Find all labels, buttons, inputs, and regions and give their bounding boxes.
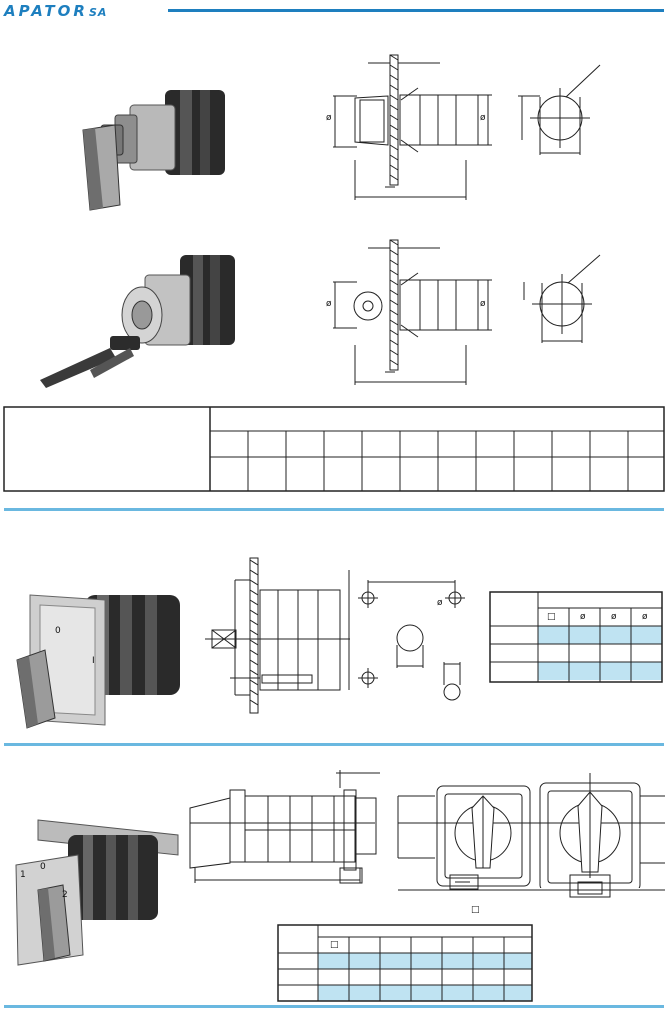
position-label: I [92,656,95,666]
switch-key-photo [40,255,235,388]
square-symbol: □ [330,940,339,950]
diameter-symbol: ø [611,612,617,622]
diameter-label: ø [480,299,486,309]
position-label: 0 [55,626,61,636]
section1-dimension-drawings [333,54,601,385]
header: APATORSA [0,0,670,22]
diameter-label: ø [326,299,332,309]
square-symbol: □ [471,905,480,915]
switch-handle-photo [82,90,225,211]
diameter-symbol: ø [580,612,586,622]
switch-din-rail-photo [15,819,179,966]
position-label: 2 [62,890,68,900]
diameter-label: ø [326,113,332,123]
diameter-label: ø [480,113,486,123]
section-separator [4,508,664,511]
switch-panel-photo [16,594,180,729]
section2-dimension-drawings [205,557,465,714]
section2-spec-table [489,591,663,683]
section-separator [4,1005,664,1008]
section3-dimension-drawings [189,770,665,888]
section-separator [4,743,664,746]
diameter-symbol: ø [642,612,648,622]
position-label: 0 [40,862,46,872]
din-clip-drawing [398,874,665,898]
section1-spec-table [3,406,665,492]
apator-logo: APATORSA [4,2,108,20]
diameter-label: ø [437,598,443,608]
section3-spec-table [277,924,533,1002]
position-label: 1 [20,870,26,880]
square-symbol: □ [547,612,556,622]
header-rule [168,9,664,12]
